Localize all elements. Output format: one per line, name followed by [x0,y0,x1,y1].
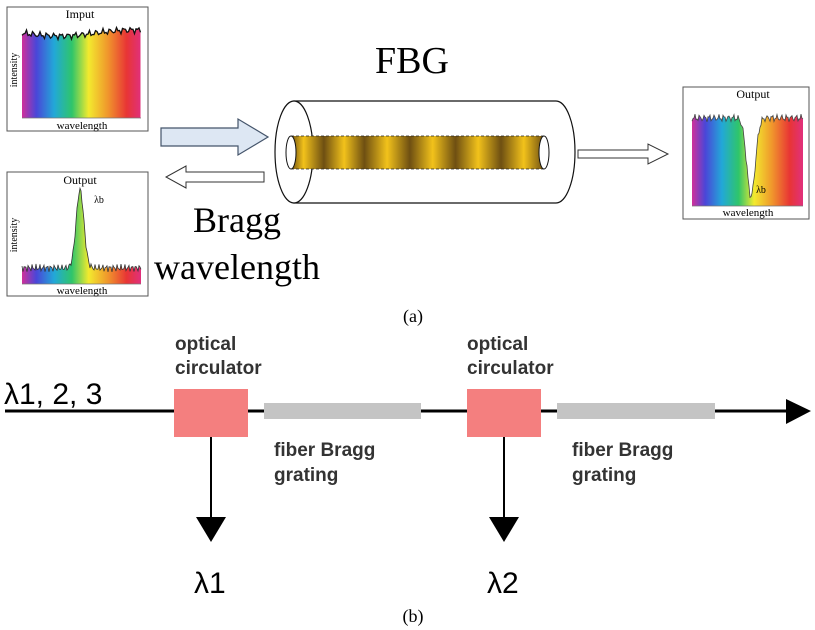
transmitted-plot-title: Output [736,87,770,101]
fiber-bragg-grating-1 [264,403,421,419]
optical-circulator-2 [467,389,541,437]
transmitted-spectrum-plot: Output wavelength λb [682,86,810,220]
circulator-2-label-line2: circulator [467,358,554,379]
reflected-plot-ylabel: intensity [9,218,20,252]
fiber-output-arrowhead [786,399,811,424]
transmitted-spectrum-curve [691,112,804,199]
input-plot-title: Imput [66,7,95,21]
fiber-bragg-grating-2 [557,403,715,419]
bragg-label-line1: Bragg [193,200,281,240]
reflected-plot-xlabel: wavelength [57,285,108,297]
panel-b-caption: (b) [403,606,424,627]
input-plot-ylabel: intensity [9,53,20,87]
reflected-direction-arrow [164,165,265,189]
input-plot-xlabel: wavelength [57,120,108,132]
transmitted-dip-label: λb [756,185,766,196]
output-1-label: λ1 [194,567,226,600]
reflected-spectrum-curve [21,186,142,273]
circulator-1-label-line2: circulator [175,358,262,379]
reflected-plot-title: Output [63,173,97,187]
input-spectrum-fill [22,27,141,118]
circulator-2-label-line1: optical [467,334,528,355]
transmitted-direction-arrow [577,143,670,165]
drop-port-1-arrowhead [196,517,226,542]
fbg-grating-core [291,136,544,169]
bragg-label-line2: wavelength [154,247,320,287]
grating-2-label-line2: grating [572,465,636,486]
transmitted-plot-xlabel: wavelength [723,207,774,219]
drop-port-2-arrowhead [489,517,519,542]
input-spectrum-curve [21,25,142,42]
input-wavelengths-label: λ1, 2, 3 [4,378,102,411]
fbg-core-left-end [285,135,297,170]
grating-1-label-line2: grating [274,465,338,486]
output-2-label: λ2 [487,567,519,600]
fbg-label: FBG [375,40,449,82]
fbg-cylinder [274,100,576,204]
fbg-core-right-end [538,135,550,170]
reflected-peak-label: λb [94,195,104,206]
grating-1-label-line1: fiber Bragg [274,440,375,461]
reflected-spectrum-plot: Output wavelength intensity λb [6,171,149,297]
circulator-1-label-line1: optical [175,334,236,355]
optical-circulator-1 [174,389,248,437]
panel-a-caption: (a) [403,306,423,327]
input-spectrum-plot: Imput wavelength intensity [6,6,149,132]
input-direction-arrow [160,117,270,157]
grating-2-label-line1: fiber Bragg [572,440,673,461]
